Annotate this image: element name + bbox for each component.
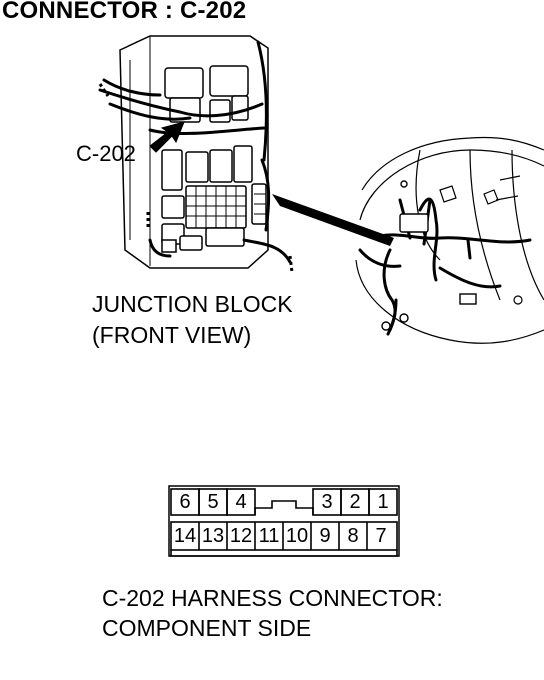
pin-label: 12 <box>229 525 253 547</box>
page-title: CONNECTOR : C-202 <box>2 0 247 24</box>
lower-connectors <box>161 227 245 253</box>
pin-label: 6 <box>179 491 191 513</box>
callout-label: C-202 <box>76 141 136 166</box>
pin-label: 13 <box>201 525 225 547</box>
junction-block-title: JUNCTION BLOCK <box>92 291 293 317</box>
key-notch <box>254 500 314 515</box>
harness-connector-face <box>168 485 400 557</box>
projection-wedge <box>272 194 394 246</box>
pin-label: 14 <box>173 525 197 547</box>
pin-label: 7 <box>375 525 387 547</box>
callout-arrow <box>149 121 185 153</box>
pin-label: 4 <box>235 491 247 513</box>
junction-block-view: (FRONT VIEW) <box>92 322 252 348</box>
connector-caption-title: C-202 HARNESS CONNECTOR: <box>102 585 443 611</box>
pin-cell <box>368 488 398 516</box>
dashboard-harness <box>358 197 532 336</box>
connector-caption-side: COMPONENT SIDE <box>102 615 312 641</box>
pin-label: 3 <box>321 491 333 513</box>
pin-label: 1 <box>377 491 389 513</box>
pin-label: 8 <box>347 525 359 547</box>
pin-label: 5 <box>207 491 219 513</box>
block-harness-wires <box>98 40 292 264</box>
pin-label: 2 <box>349 491 361 513</box>
pin-label: 10 <box>285 525 309 547</box>
pin-label: 9 <box>319 525 331 547</box>
fuse-grid <box>186 186 266 228</box>
pin-label: 11 <box>258 525 280 547</box>
pin-cell <box>226 488 256 516</box>
